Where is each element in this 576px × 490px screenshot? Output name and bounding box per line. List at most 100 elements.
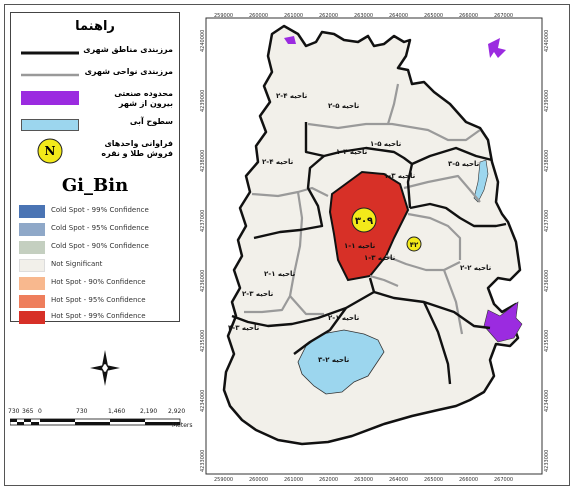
x-tick: 259000: [214, 13, 233, 19]
y-tick: 4233000: [544, 450, 550, 472]
y-tick: 4233000: [200, 450, 206, 472]
legend-label-water: سطوح آبی: [129, 117, 173, 126]
y-tick: 4239000: [544, 90, 550, 112]
x-tick: 261000: [284, 13, 303, 19]
zone-label: ناحیه ۳-۱: [364, 254, 396, 262]
water-lake: [297, 329, 385, 395]
y-tick: 4234000: [544, 390, 550, 412]
gi-label-cold-99: Cold Spot - 99% Confidence: [51, 206, 149, 214]
x-tick: 262000: [319, 13, 338, 19]
y-tick: 4235000: [200, 330, 206, 352]
water-river: [473, 159, 489, 203]
gi-label-hot-90: Hot Spot - 90% Confidence: [51, 278, 146, 286]
industrial-zone-east: [483, 301, 523, 343]
x-tick: 267000: [494, 477, 513, 482]
legend-label-district-boundary: مرزبندی نواحی شهری: [84, 67, 173, 76]
y-tick: 4237000: [200, 210, 206, 232]
industrial-zone-north: [488, 38, 506, 58]
y-tick: 4239000: [200, 90, 206, 112]
legend-label-industrial: محدوده صنعتی بیرون از شهر: [114, 89, 173, 108]
x-tick: 263000: [354, 477, 373, 482]
x-tick: 267000: [494, 13, 513, 19]
scale-unit: Meters: [172, 422, 193, 429]
y-tick: 4238000: [200, 150, 206, 172]
gi-label-cold-95: Cold Spot - 95% Confidence: [51, 224, 149, 232]
zone-label: ناحیه ۳-۳: [228, 324, 260, 332]
gold-shop-symbol-letter: N: [45, 144, 56, 158]
legend-item-region-boundary: مرزبندی مناطق شهری: [11, 43, 181, 63]
gi-swatch-cold-99: [19, 205, 45, 218]
north-arrow-icon: [90, 350, 120, 386]
industrial-swatch: [21, 91, 79, 105]
x-tick: 265000: [424, 13, 443, 19]
city-map: 259000 260000 261000 262000 263000 26400…: [200, 13, 550, 482]
map-frame: [4, 4, 570, 486]
y-tick: 4234000: [200, 390, 206, 412]
y-ticks-right: 4240000 4239000 4238000 4237000 4236000 …: [544, 30, 550, 472]
x-tick: 266000: [459, 477, 478, 482]
y-tick: 4240000: [544, 30, 550, 52]
y-tick: 4237000: [544, 210, 550, 232]
gi-swatch-hot-99: [19, 311, 45, 324]
zone-label: ناحیه ۵-۳: [448, 160, 480, 168]
scale-label: 0: [38, 408, 42, 415]
x-tick: 265000: [424, 477, 443, 482]
gi-class-cold-95: Cold Spot - 95% Confidence: [19, 223, 177, 236]
scale-bar-graphic: [10, 418, 181, 426]
x-tick: 260000: [249, 13, 268, 19]
gi-label-hot-99: Hot Spot - 99% Confidence: [51, 312, 146, 320]
gold-shop-symbol: N: [37, 138, 63, 164]
x-tick: 263000: [354, 13, 373, 19]
industrial-zone-small: [284, 36, 296, 44]
legend-item-water: سطوح آبی: [11, 115, 181, 135]
zone-label: ناحیه ۴-۲: [276, 92, 308, 100]
gold-count-value: ۳۰۹: [355, 216, 373, 227]
gold-count-value: ۴۲: [410, 241, 419, 249]
x-tick: 266000: [459, 13, 478, 19]
gi-swatch-hot-90: [19, 277, 45, 290]
gi-class-cold-90: Cold Spot - 90% Confidence: [19, 241, 177, 254]
zone-label: ناحیه ۳-۲: [242, 290, 274, 298]
y-tick: 4238000: [544, 150, 550, 172]
scale-label: 1,460: [108, 408, 126, 415]
gi-class-cold-99: Cold Spot - 99% Confidence: [19, 205, 177, 218]
gold-count-marker-large: ۳۰۹: [351, 207, 377, 233]
legend-item-district-boundary: مرزبندی نواحی شهری: [11, 65, 181, 85]
x-tick: 261000: [284, 477, 303, 482]
scale-label: 2,920: [168, 408, 186, 415]
legend-item-industrial: محدوده صنعتی بیرون از شهر: [11, 87, 181, 111]
y-tick: 4236000: [544, 270, 550, 292]
y-tick: 4240000: [200, 30, 206, 52]
x-tick: 259000: [214, 477, 233, 482]
scale-label: 2,190: [140, 408, 158, 415]
legend-label-gold-shops: فراوانی واحدهای فروش طلا و نقره: [101, 139, 173, 158]
x-tick: 260000: [249, 477, 268, 482]
zone-label: ناحیه ۵-۱: [370, 140, 402, 148]
region-boundary-symbol: [21, 51, 79, 55]
gi-label-cold-90: Cold Spot - 90% Confidence: [51, 242, 149, 250]
gi-class-hot-90: Hot Spot - 90% Confidence: [19, 277, 177, 290]
gi-swatch-hot-95: [19, 295, 45, 308]
y-tick: 4235000: [544, 330, 550, 352]
y-tick: 4236000: [200, 270, 206, 292]
y-ticks-left: 4240000 4239000 4238000 4237000 4236000 …: [200, 30, 206, 472]
zone-labels: ناحیه ۴-۲ ناحیه ۵-۲ ناحیه ۵-۱ ناحیه ۴-۱ …: [228, 92, 492, 364]
zone-label: ناحیه ۱-۲: [328, 314, 360, 322]
scale-bar: 730 365 0 730 1,460 2,190 2,920 Meters: [8, 408, 200, 438]
gi-label-not-significant: Not Significant: [51, 260, 103, 268]
legend-item-gold-shops: N فراوانی واحدهای فروش طلا و نقره: [11, 137, 181, 167]
zone-label: ناحیه ۱-۲: [264, 270, 296, 278]
x-tick: 264000: [389, 13, 408, 19]
gi-bin-title: Gi_Bin: [61, 175, 129, 196]
legend-label-region-boundary: مرزبندی مناطق شهری: [83, 45, 173, 54]
gi-class-hot-99: Hot Spot - 99% Confidence: [19, 311, 177, 324]
zone-label: ناحیه ۲-۳: [318, 356, 350, 364]
zone-label: ناحیه ۱-۱: [344, 242, 376, 250]
scale-label: 365: [22, 408, 34, 415]
gi-swatch-cold-90: [19, 241, 45, 254]
legend-panel: راهنما مرزبندی مناطق شهری مرزبندی نواحی …: [10, 12, 181, 324]
zone-label: ناحیه ۴-۲: [262, 158, 294, 166]
x-ticks-bottom: 259000 260000 261000 262000 263000 26400…: [214, 477, 513, 482]
scale-label: 730: [8, 408, 20, 415]
gold-count-marker-small: ۴۲: [406, 236, 422, 252]
